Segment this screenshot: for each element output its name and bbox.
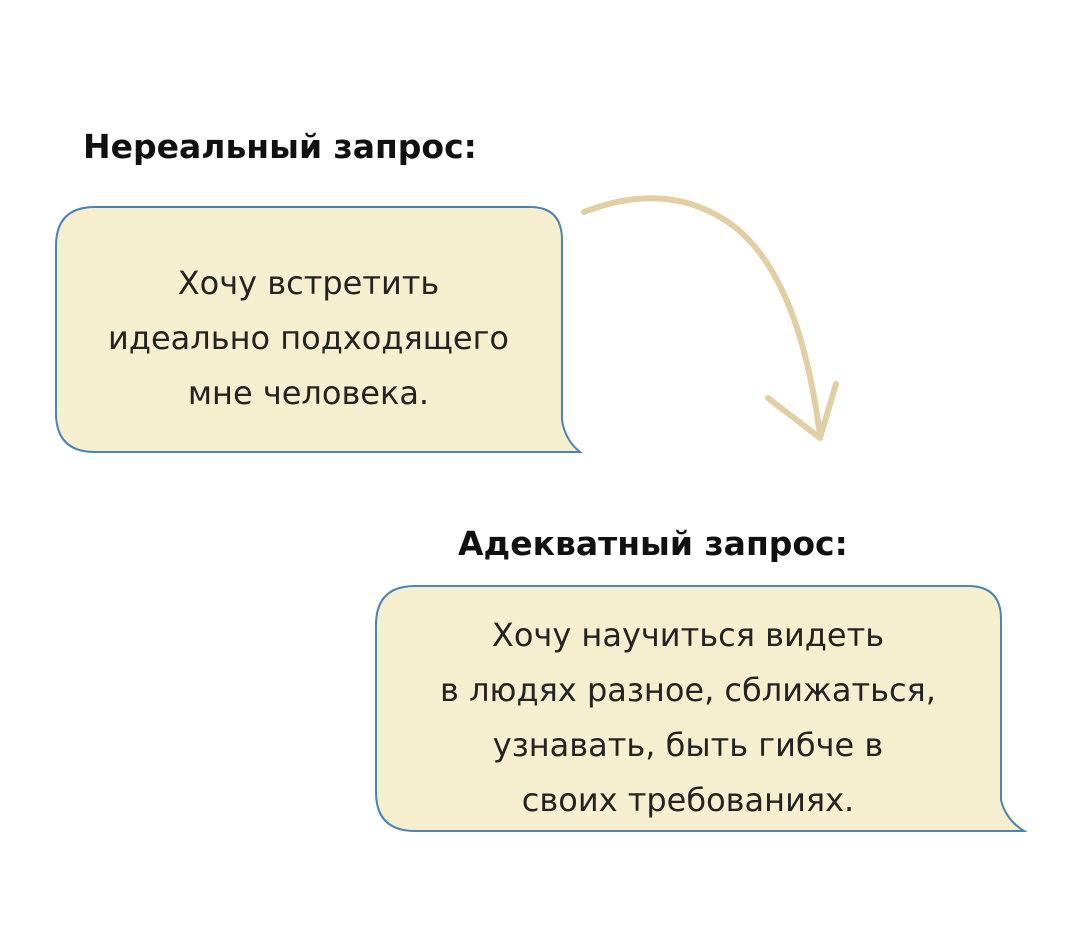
adequate-request-line: в людях разное, сближаться, xyxy=(440,671,936,709)
speech-bubble-unrealistic xyxy=(55,206,583,453)
unrealistic-request-line: идеально подходящего xyxy=(108,319,509,357)
speech-bubble-adequate xyxy=(375,585,1028,832)
adequate-request-heading: Адекватный запрос: xyxy=(458,524,848,563)
adequate-request-line: узнавать, быть гибче в xyxy=(492,726,884,764)
curved-arrow-down-icon xyxy=(581,195,839,441)
unrealistic-request-line: мне человека. xyxy=(187,374,430,412)
adequate-request-text: Хочу научиться видеть в людях разное, сб… xyxy=(376,608,1000,828)
unrealistic-request-line: Хочу встретить xyxy=(177,264,440,302)
unrealistic-request-text: Хочу встретить идеально подходящего мне … xyxy=(56,256,561,421)
adequate-request-line: Хочу научиться видеть xyxy=(491,616,885,654)
adequate-request-line: своих требованиях. xyxy=(521,781,855,819)
unrealistic-request-heading: Нереальный запрос: xyxy=(83,127,477,166)
